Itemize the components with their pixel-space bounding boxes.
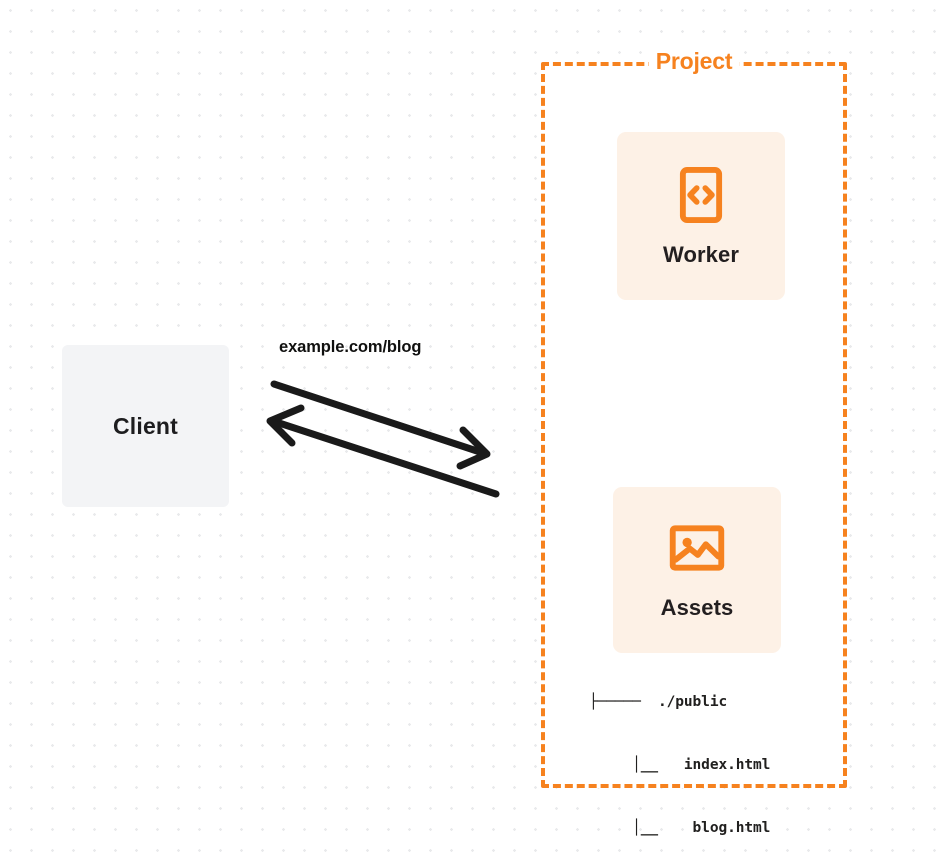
client-label: Client [112,412,179,439]
file-tree-row: ├───── ./public [589,694,728,710]
request-arrow [270,380,491,470]
image-icon [669,525,725,571]
response-arrow [266,404,500,498]
assets-file-tree: ├───── ./public │__ index.html │__ blog.… [589,650,770,860]
file-tree-row: │__ blog.html [589,820,771,836]
project-container: Project Worker Assets [541,47,847,788]
worker-card[interactable]: Worker [617,132,785,300]
code-brackets-icon [679,166,723,223]
project-title: Project [648,47,740,75]
assets-card[interactable]: Assets [613,487,781,653]
worker-card-label: Worker [663,242,739,267]
client-node[interactable]: Client [62,345,229,507]
assets-card-label: Assets [660,595,734,620]
file-tree-row: │__ index.html [589,757,771,773]
connection-label: example.com/blog [279,338,422,356]
